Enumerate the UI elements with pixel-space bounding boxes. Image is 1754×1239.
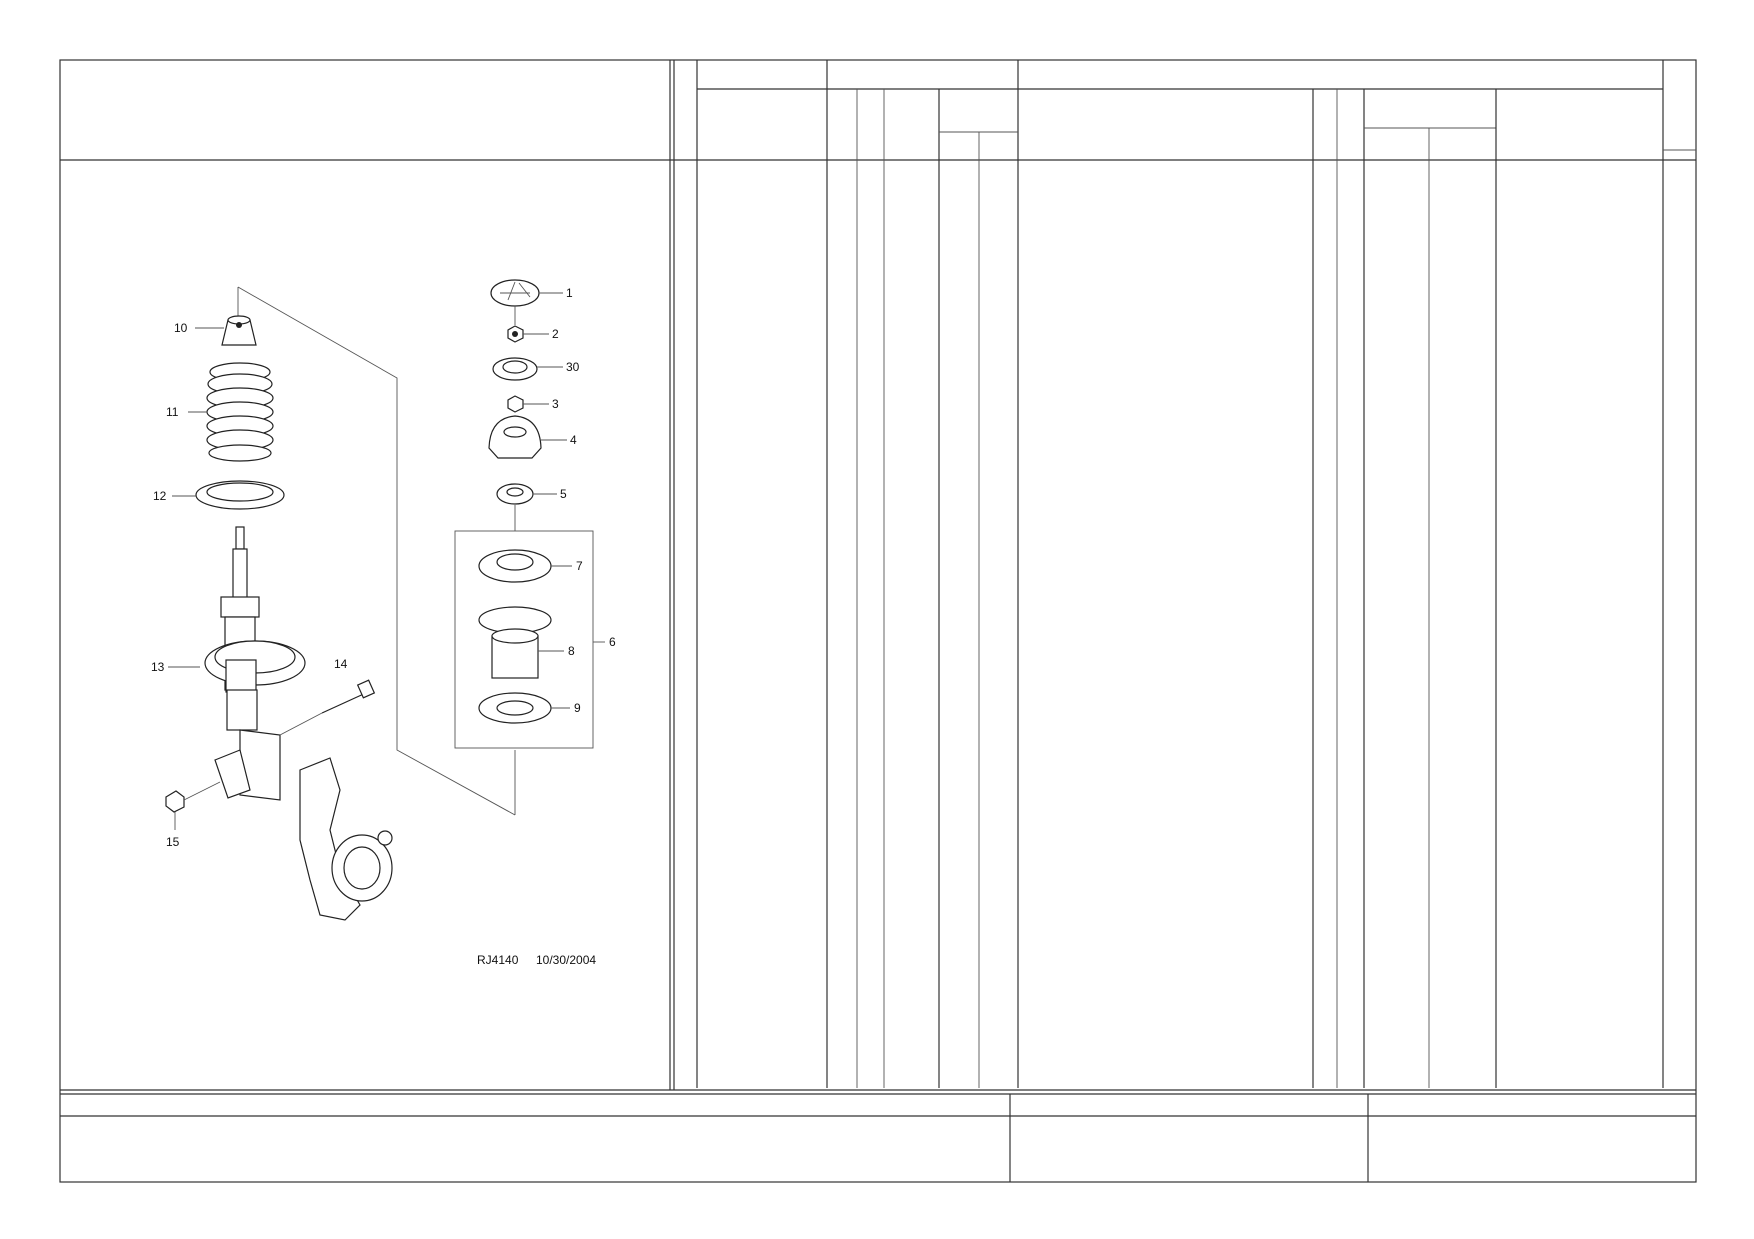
callout-7: 7: [576, 559, 583, 573]
callout-11: 11: [166, 405, 179, 419]
drawing-date: 10/30/2004: [536, 953, 596, 967]
callout-2: 2: [552, 327, 559, 341]
callout-15: 15: [166, 835, 180, 849]
form-frame: [59, 59, 1697, 1183]
callout-5: 5: [560, 487, 567, 501]
callout-13: 13: [151, 660, 165, 674]
callout-10: 10: [174, 321, 188, 335]
steering-knuckle: [299, 757, 393, 921]
part-2-nut: [507, 325, 549, 343]
callout-14: 14: [334, 657, 348, 671]
callout-4: 4: [570, 433, 577, 447]
part-10-bump-stop: [195, 315, 257, 346]
callout-6: 6: [609, 635, 616, 649]
strut-assembly-diagram: 1 2 30 3 4 5 6 7 8 9 10 11 12 13 14 15 R…: [151, 279, 616, 967]
part-15-nut: [165, 781, 221, 830]
callout-9: 9: [574, 701, 581, 715]
part-30-washer: [492, 357, 563, 381]
parts-table-grid: [696, 60, 1696, 1088]
part-9-lower-seat: [478, 692, 570, 724]
kit-box: [454, 530, 594, 749]
drawing-reference: RJ4140: [477, 953, 519, 967]
part-12-spring-seat: [172, 480, 285, 510]
callout-1: 1: [566, 286, 573, 300]
callout-12: 12: [153, 489, 167, 503]
part-8-boot: [478, 606, 564, 679]
part-5-bearing: [496, 483, 557, 505]
callout-3: 3: [552, 397, 559, 411]
part-3-nut: [507, 395, 549, 413]
part-1-cap: [490, 279, 563, 325]
part-14-bolt: [279, 679, 376, 736]
callout-30: 30: [566, 360, 580, 374]
part-4-mount: [488, 415, 567, 459]
callout-8: 8: [568, 644, 575, 658]
part-11-coil-spring: [188, 362, 274, 462]
title-block: [60, 1094, 1696, 1182]
part-7-upper-seat: [478, 549, 572, 583]
part-13-shock-absorber: [168, 526, 306, 801]
